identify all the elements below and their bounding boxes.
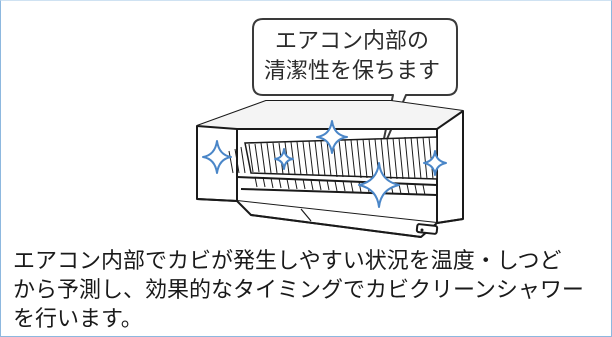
sparkles [202,120,447,208]
description-line: を行います。 [13,307,143,332]
callout-title-line1: エアコン内部の [274,29,429,54]
sparkle-icon [274,148,294,170]
description-line: エアコン内部でカビが発生しやすい状況を温度・しつど [13,249,562,274]
sparkle-icon [423,150,447,176]
feature-description: エアコン内部でカビが発生しやすい状況を温度・しつど から予測し、効果的なタイミン… [13,247,605,334]
air-conditioner-illustration [196,18,464,238]
callout-title-line2: 清潔性を保ちます [263,59,440,84]
sparkle-icon [358,162,400,208]
sparkle-icon [202,140,232,174]
heat-exchanger-fins [228,136,438,196]
sparkle-icon [316,120,348,154]
air-conditioner [196,100,464,238]
description-line: から予測し、効果的なタイミングでカビクリーンシャワー [13,278,584,303]
